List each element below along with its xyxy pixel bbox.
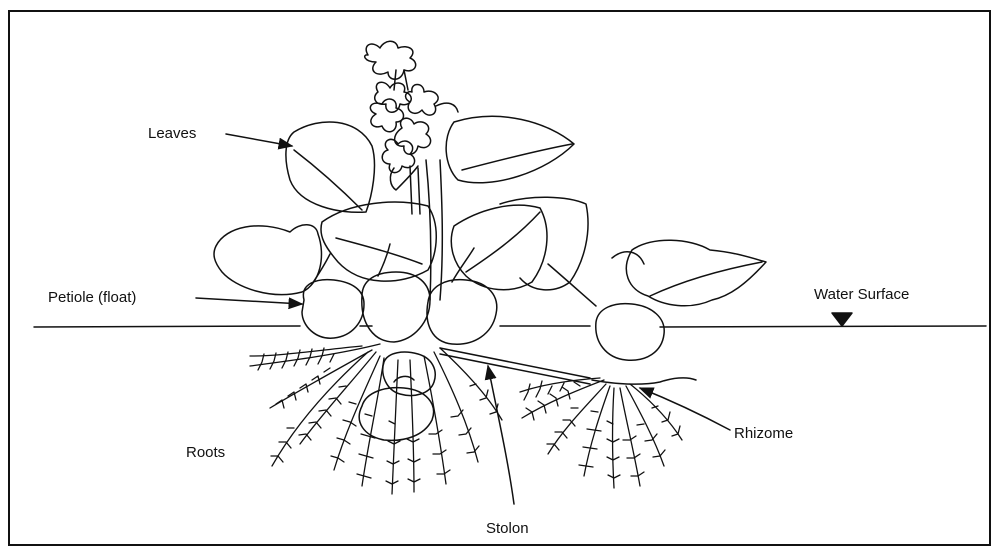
- label-roots: Roots: [186, 445, 225, 460]
- leaf-right-tall: [500, 197, 588, 290]
- leaf-far-right: [626, 240, 766, 306]
- leaf-upper-left: [286, 122, 375, 212]
- label-leaves: Leaves: [148, 126, 196, 141]
- label-rhizome: Rhizome: [734, 426, 793, 441]
- stolon: [440, 348, 590, 378]
- water-surface-line: [34, 326, 986, 327]
- petiole-floats: [302, 244, 664, 360]
- label-petiole: Petiole (float): [48, 290, 136, 305]
- roots-left: [250, 344, 502, 494]
- rhizome: [592, 378, 696, 384]
- leaf-upper-right: [446, 116, 574, 182]
- water-surface-marker: [832, 313, 852, 326]
- petiole-arrow: [196, 298, 302, 304]
- leaves-arrow: [226, 134, 292, 146]
- rhizome-arrow: [640, 388, 730, 430]
- leaf-center: [321, 202, 436, 281]
- flower-spike: [365, 41, 458, 214]
- leaf-left: [214, 225, 321, 295]
- label-water-surface: Water Surface: [814, 287, 909, 302]
- leaf-mid-right: [451, 205, 547, 290]
- label-stolon: Stolon: [486, 521, 529, 536]
- stolon-arrow: [488, 366, 514, 504]
